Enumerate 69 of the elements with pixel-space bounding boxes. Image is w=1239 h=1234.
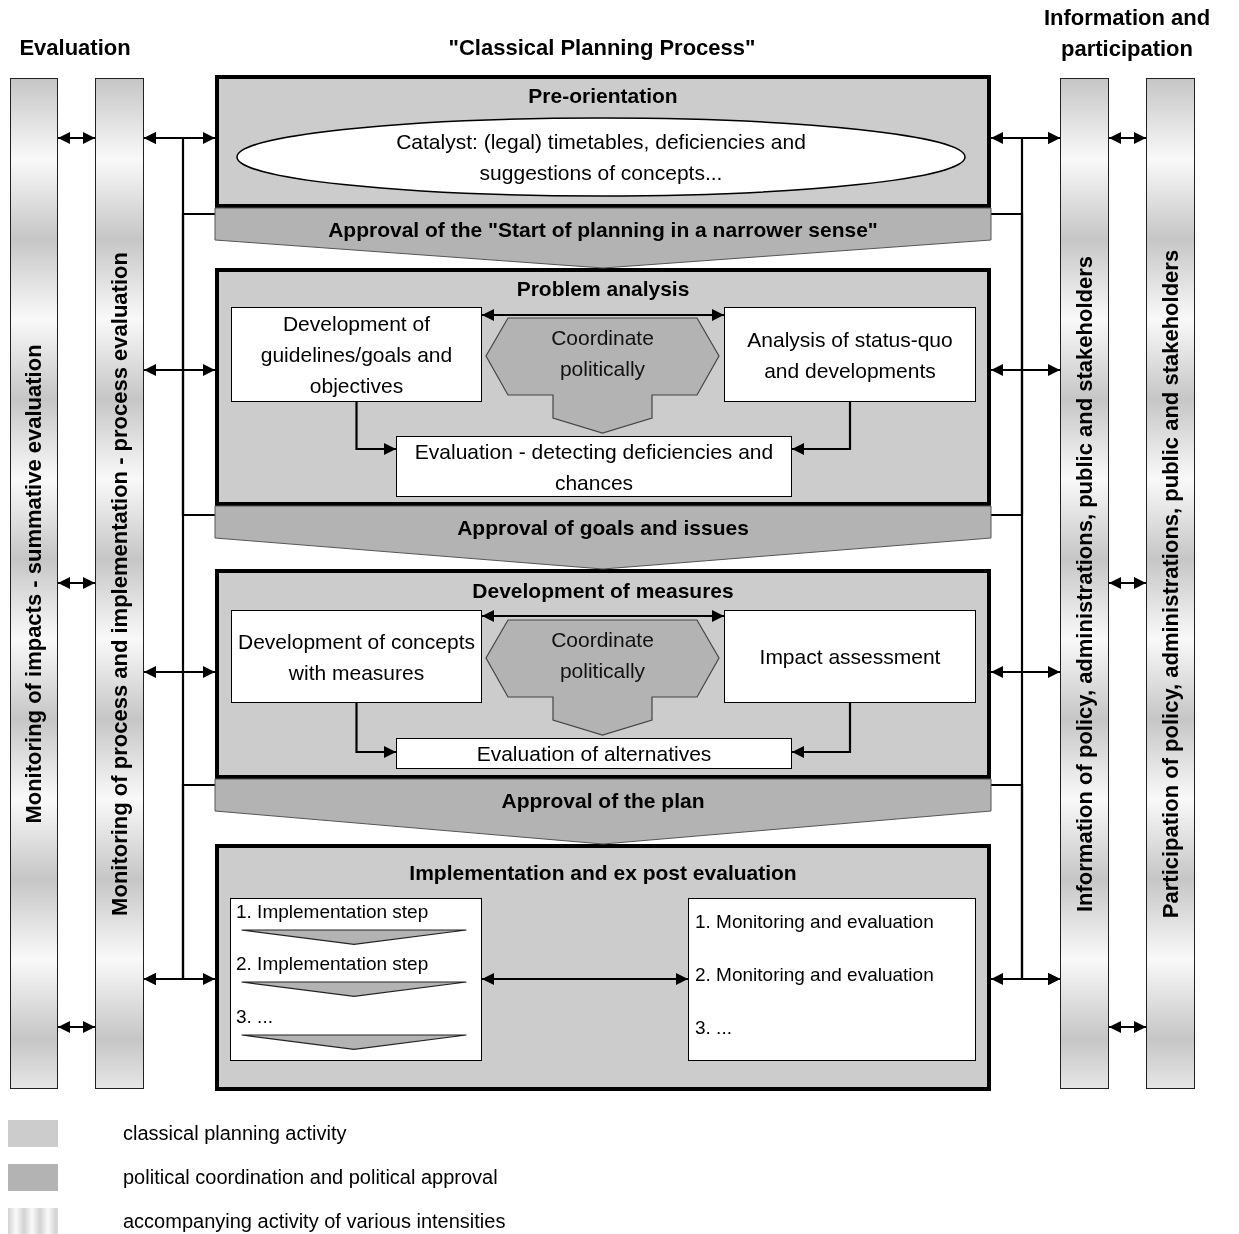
process-panel xyxy=(215,569,991,779)
coordination-hexagon xyxy=(486,318,719,433)
arrow xyxy=(792,703,852,758)
box-text: Evaluation of alternatives xyxy=(476,741,712,767)
box-text: Development of concepts with measures xyxy=(238,628,475,686)
panel-title: Problem analysis xyxy=(515,276,691,302)
step-text: 3. ... xyxy=(236,1005,274,1028)
process-panel xyxy=(215,268,991,506)
column-heading: Evaluation xyxy=(18,33,132,62)
catalyst-ellipse xyxy=(236,117,966,197)
hexagon-label: Coordinate politically xyxy=(550,627,655,684)
arrow xyxy=(482,610,724,622)
step-text: 2. Implementation step xyxy=(236,953,430,976)
arrow xyxy=(991,666,1060,678)
coordination-hexagon xyxy=(486,620,719,735)
bar-label: Monitoring of impacts - summative evaluation xyxy=(21,343,47,824)
arrow xyxy=(482,973,688,985)
column-heading: Information and participation xyxy=(1042,4,1212,63)
bar-label: Participation of policy, administrations, public and stakeholders xyxy=(1157,249,1184,918)
steps-box xyxy=(230,898,482,1061)
arrow xyxy=(58,1021,95,1033)
arrow xyxy=(144,666,215,678)
arrow xyxy=(58,577,95,589)
panel-title: Development of measures xyxy=(471,578,735,604)
arrow xyxy=(1109,1021,1146,1033)
box-text: Analysis of status-quo and developments xyxy=(746,326,954,384)
arrow xyxy=(144,132,215,517)
approval-chevron-arrow xyxy=(214,778,992,845)
column-heading: "Classical Planning Process" xyxy=(447,33,757,62)
activity-bar xyxy=(1060,78,1109,1089)
list-item: 2. Monitoring and evaluation xyxy=(695,964,935,986)
box-text: Development of guidelines/goals and objectives xyxy=(259,311,454,399)
box-text: Impact assessment xyxy=(759,644,941,670)
arrow xyxy=(792,402,852,455)
legend-label: political coordination and political approval xyxy=(123,1165,498,1190)
arrow xyxy=(355,703,396,758)
arrow xyxy=(144,783,215,985)
activity-bar xyxy=(10,78,58,1089)
arrow xyxy=(482,309,724,321)
arrow xyxy=(991,132,1060,517)
box-text: Evaluation - detecting deficiencies and chances xyxy=(413,438,775,496)
hexagon-label: Coordinate politically xyxy=(550,325,655,382)
arrow xyxy=(1109,132,1146,144)
monitoring-box xyxy=(688,898,976,1061)
process-box xyxy=(231,307,482,402)
arrow xyxy=(991,364,1060,376)
activity-bar xyxy=(1146,78,1195,1089)
process-box xyxy=(724,610,976,703)
activity-bar xyxy=(95,78,144,1089)
process-box xyxy=(724,307,976,402)
arrow xyxy=(144,364,215,376)
arrow xyxy=(1109,577,1146,589)
legend-label: classical planning activity xyxy=(123,1121,347,1146)
process-panel xyxy=(215,844,991,1091)
legend-label: accompanying activity of various intensities xyxy=(123,1209,506,1234)
process-box xyxy=(396,738,792,769)
step-text: 1. Implementation step xyxy=(236,901,430,923)
arrow xyxy=(58,132,95,144)
list-item: 1. Monitoring and evaluation xyxy=(695,911,935,933)
list-item: 3. ... xyxy=(695,1017,733,1039)
panel-title: Implementation and ex post evaluation xyxy=(408,860,798,886)
ellipse-text: Catalyst: (legal) timetables, deficiencies and suggestions of concepts... xyxy=(395,129,807,186)
bar-label: Information of policy, administrations, public and stakeholders xyxy=(1071,255,1098,912)
arrow xyxy=(991,783,1060,985)
bar-label: Monitoring of process and implementation - process evaluation xyxy=(106,251,133,916)
panel-title: Pre-orientation xyxy=(527,83,679,109)
arrow xyxy=(355,402,396,455)
process-panel xyxy=(215,75,991,208)
process-box xyxy=(231,610,482,703)
